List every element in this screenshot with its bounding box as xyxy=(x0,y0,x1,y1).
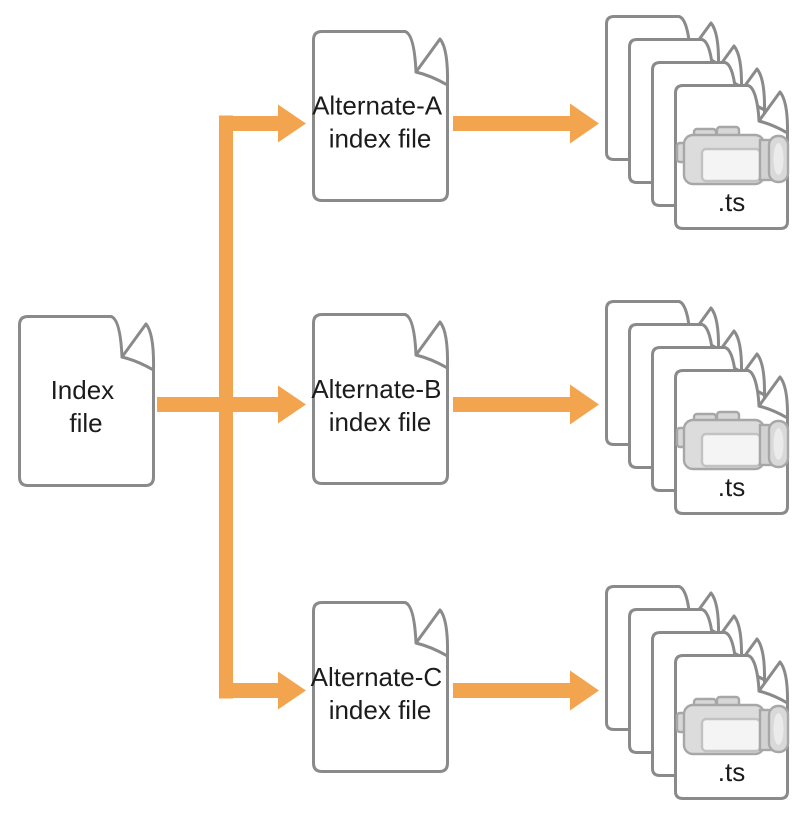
arrow-to-alternate-a xyxy=(219,104,306,143)
flow-arrows xyxy=(157,103,599,711)
segment-a-extension-label: .ts xyxy=(718,187,745,217)
arrow-index-to-alternate-b xyxy=(157,385,306,424)
segment-b-extension-label: .ts xyxy=(718,472,745,502)
segment-c-extension-label: .ts xyxy=(718,757,745,787)
segment-stack-a xyxy=(607,17,789,229)
alternate-b-label: Alternate-B index file xyxy=(311,374,448,437)
segment-stack-b xyxy=(607,302,789,514)
arrow-to-alternate-c xyxy=(219,671,306,710)
alternate-c-label: Alternate-C index file xyxy=(311,662,450,725)
arrow-alternate-a-to-segments xyxy=(453,103,599,144)
arrow-alternate-c-to-segments xyxy=(453,670,599,711)
index-file-label: Index file xyxy=(51,375,122,438)
alternate-a-label: Alternate-A index file xyxy=(312,91,448,154)
arrow-alternate-b-to-segments xyxy=(453,384,599,425)
node-labels: Index file Alternate-A index file Altern… xyxy=(51,91,746,788)
segment-stack-c xyxy=(607,587,789,799)
